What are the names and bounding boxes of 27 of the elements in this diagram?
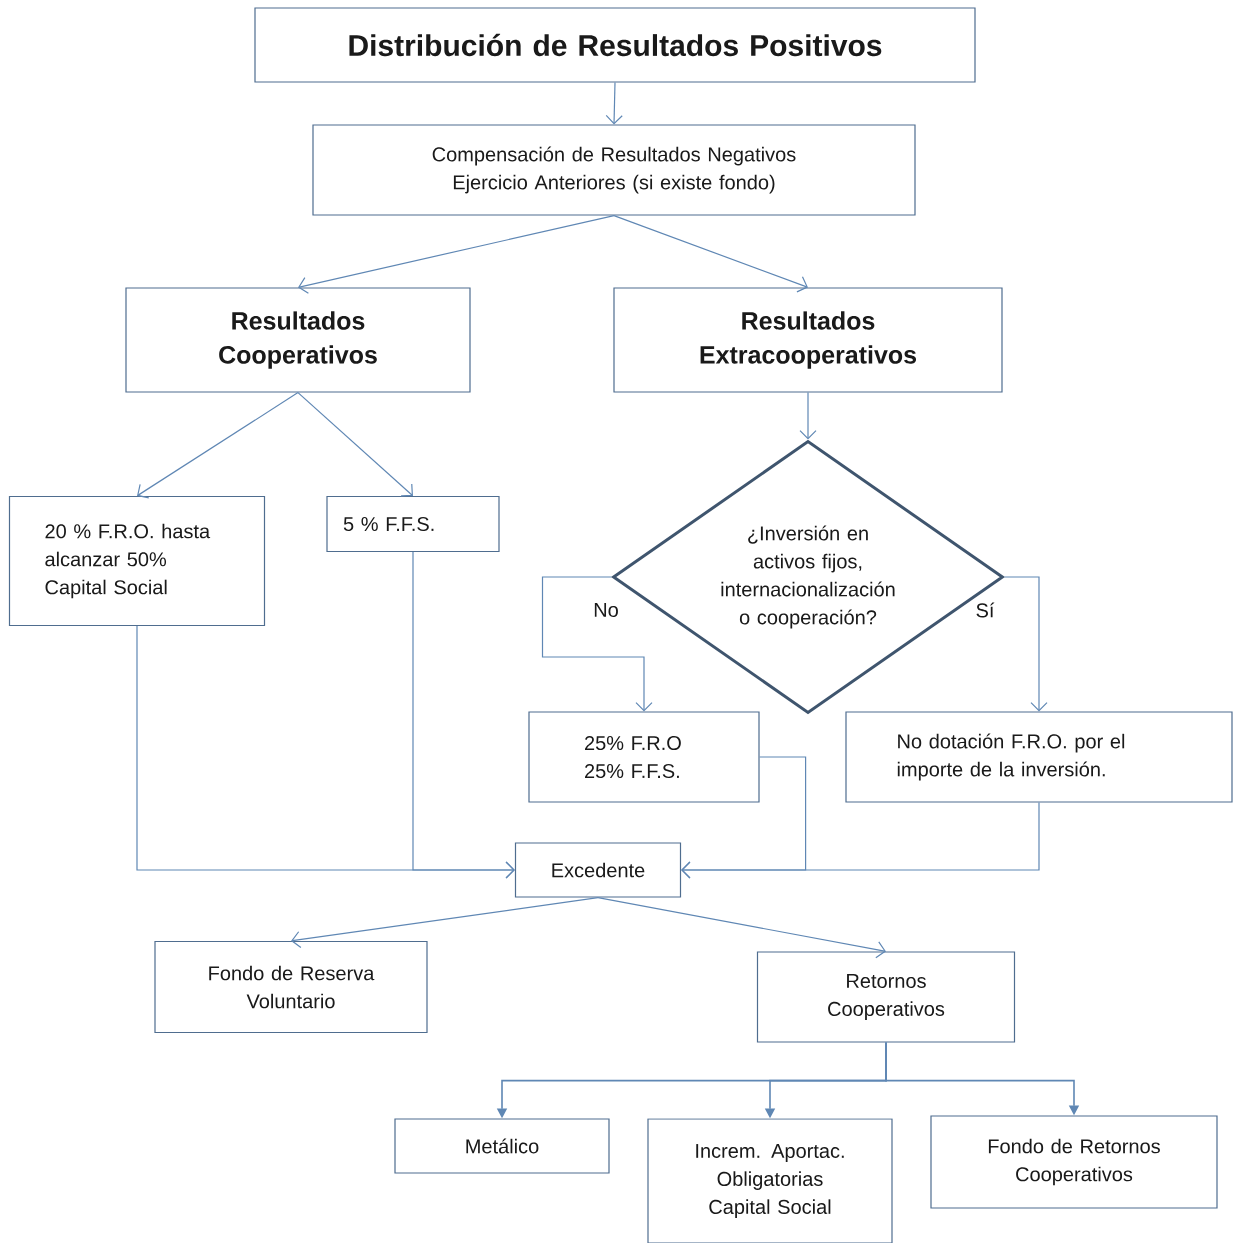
arrow	[597, 897, 886, 959]
process-box: Fondo de Retornos Cooperativos	[930, 1115, 1218, 1209]
edge-label: Sí	[973, 600, 997, 620]
arrow	[291, 897, 599, 949]
process-box: Fondo de Reserva Voluntario	[154, 940, 428, 1034]
arrow	[297, 392, 413, 497]
arrow	[137, 392, 299, 499]
process-box: Excedente	[514, 842, 682, 898]
process-box: 20 % F.R.O. hasta alcanzar 50% Capital Social	[8, 495, 266, 627]
arrow	[605, 82, 623, 125]
arrow	[412, 551, 515, 879]
arrow	[613, 215, 808, 293]
arrow	[799, 392, 817, 440]
process-box: Metálico	[394, 1118, 610, 1174]
title-box: Distribución de Resultados Positivos	[254, 7, 976, 83]
arrow	[681, 802, 1040, 879]
arrow	[1003, 576, 1048, 712]
process-box: 5 % F.F.S.	[326, 495, 500, 553]
process-box: Compensación de Resultados Negativos Ejercicio Anteriores (si existe fondo)	[312, 124, 916, 216]
process-box: 25% F.R.O 25% F.F.S.	[528, 711, 760, 803]
arrow	[298, 215, 615, 294]
process-box: Retornos Cooperativos	[756, 951, 1016, 1043]
process-box: Increm. Aportac. Obligatorias Capital Social	[647, 1118, 893, 1243]
arrow	[541, 576, 653, 712]
process-box: Resultados Extracooperativos	[613, 287, 1003, 393]
process-box: No dotación F.R.O. por el importe de la inversión.	[845, 711, 1233, 803]
process-box: Resultados Cooperativos	[125, 287, 471, 393]
